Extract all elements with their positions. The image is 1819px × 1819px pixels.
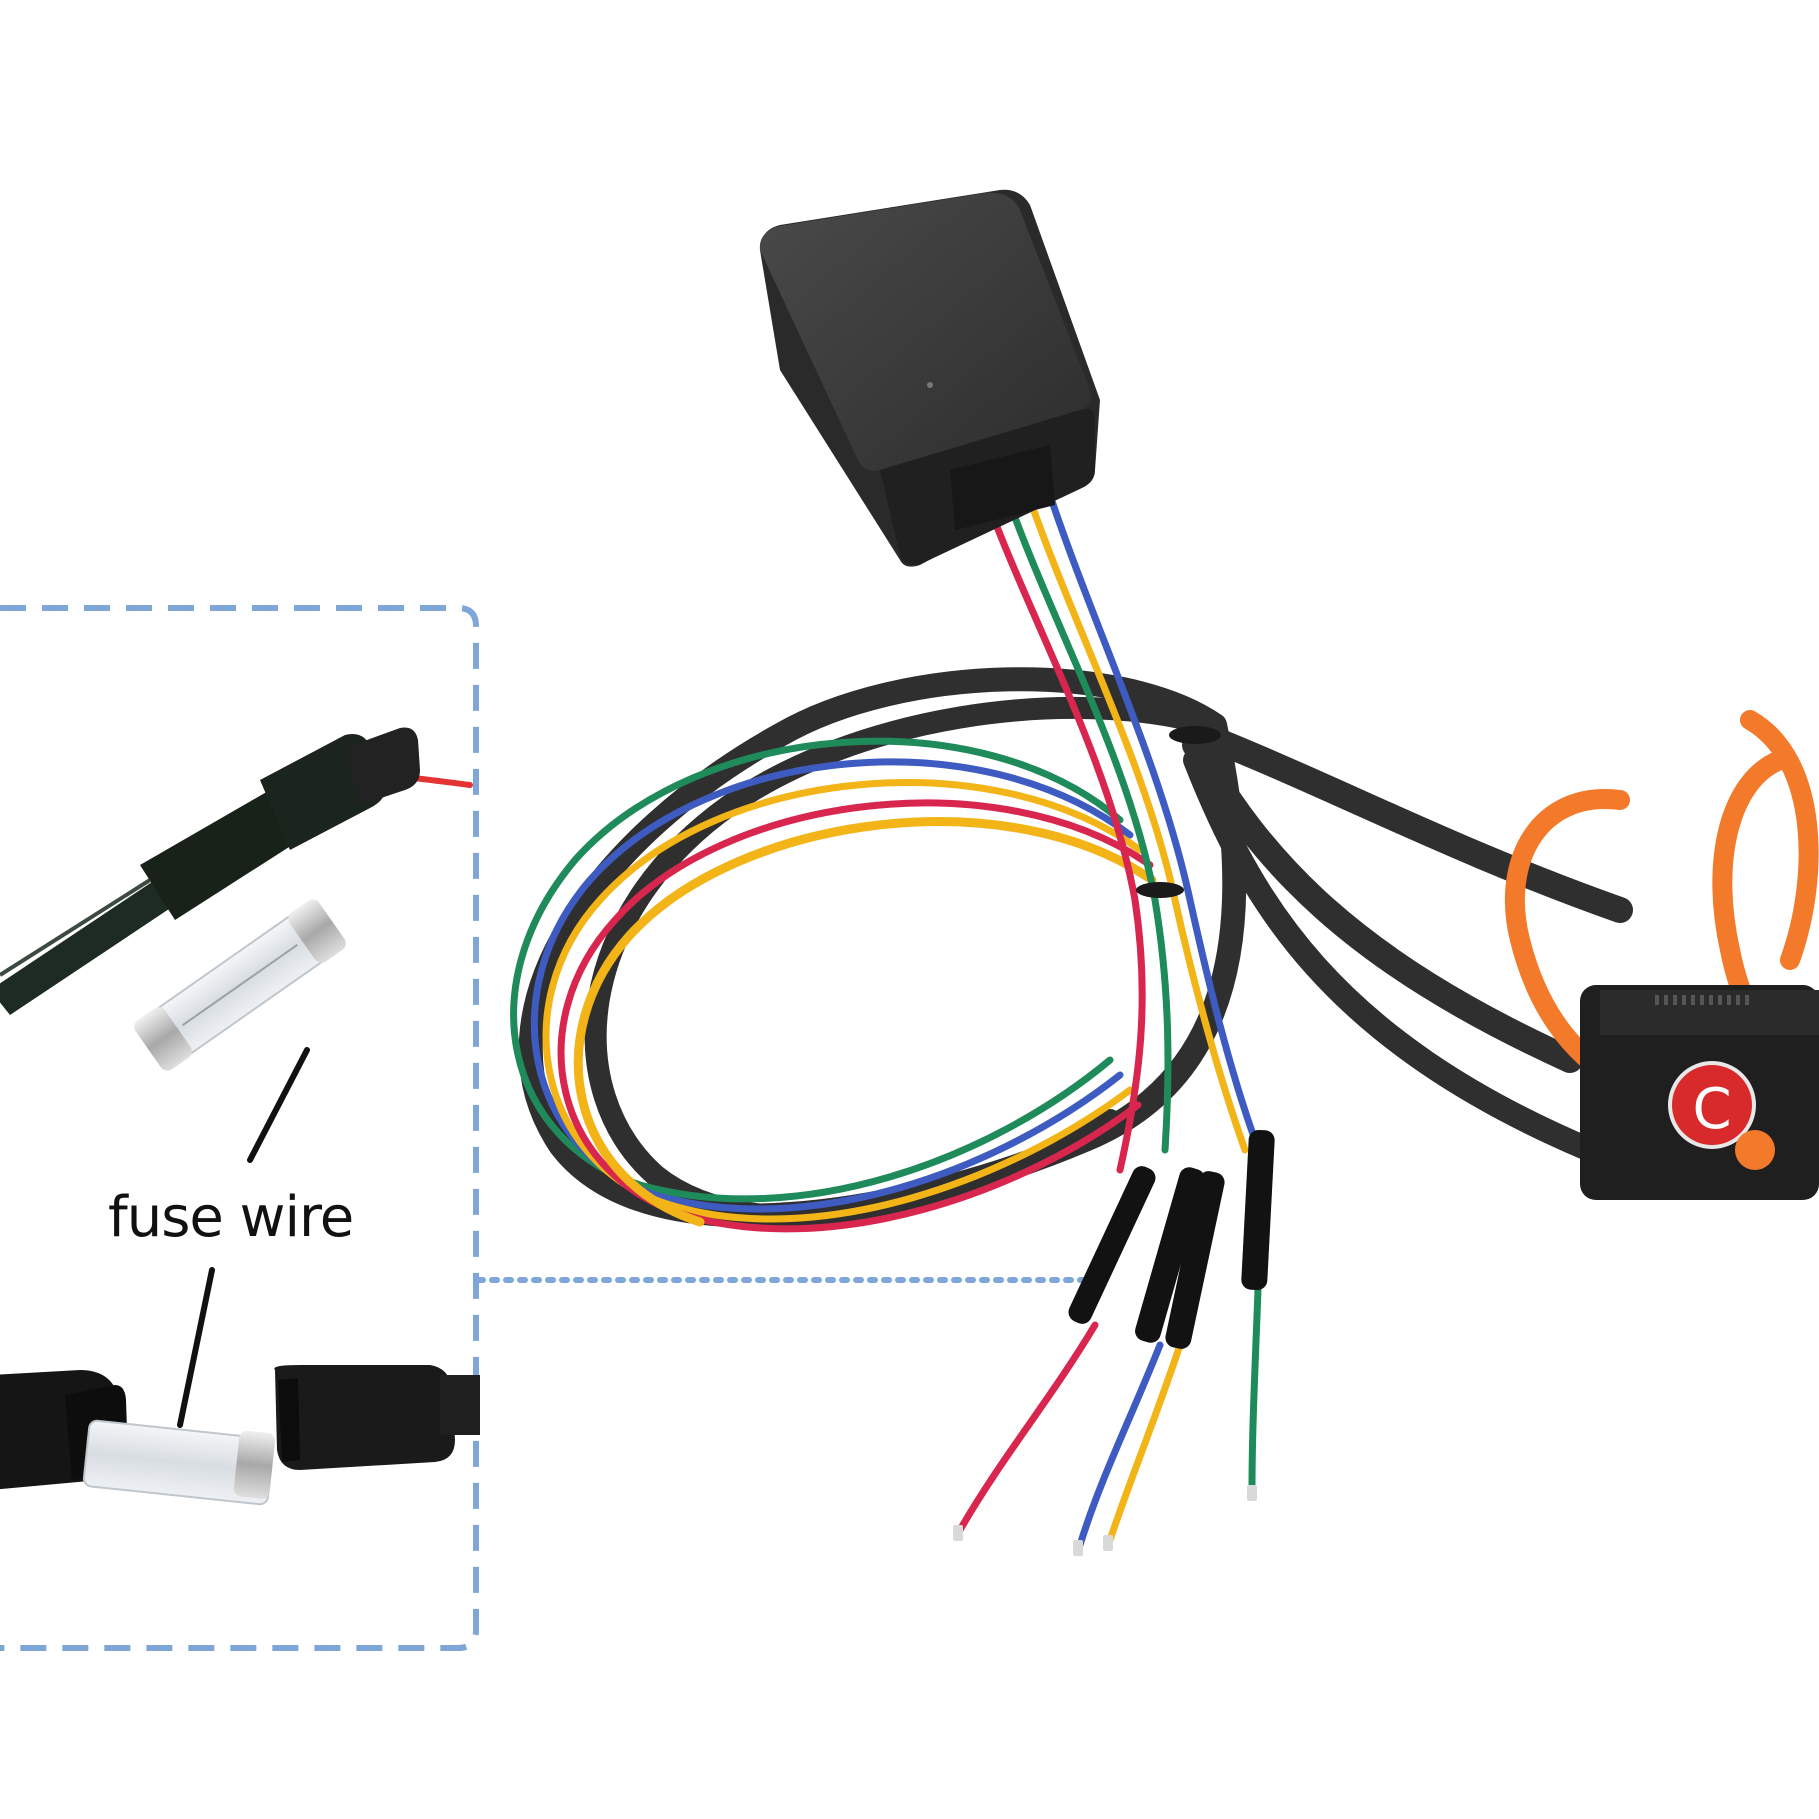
yellow-wire xyxy=(1021,481,1249,1154)
colored-wire-loops xyxy=(510,737,1157,1233)
blue-wire xyxy=(1041,476,1259,1144)
wire-tips xyxy=(953,1485,1257,1556)
callout-label-fuse-wire: fuse wire xyxy=(108,1185,354,1250)
callout-frame xyxy=(0,605,1093,1651)
green-wire xyxy=(1001,486,1172,1154)
fuse-icon xyxy=(134,899,346,1071)
red-wire xyxy=(981,491,1146,1174)
wire-leads xyxy=(956,1286,1262,1549)
callout-leader-lines xyxy=(177,1047,310,1428)
switch-button-icon: C xyxy=(1504,710,1819,1200)
open-fuse-holder xyxy=(0,1365,480,1506)
fuse-holder-icon xyxy=(0,727,473,1015)
black-cable-loops xyxy=(518,667,1633,1228)
heat-shrink-connectors xyxy=(1068,1129,1275,1349)
module-box-icon xyxy=(759,189,1100,567)
red-loop xyxy=(557,799,1154,1233)
blue-loop xyxy=(530,758,1134,1213)
switch-button-letter: C xyxy=(1692,1077,1731,1142)
yellow-loop xyxy=(542,779,1144,1223)
green-loop xyxy=(510,737,1124,1203)
wire-bundle xyxy=(981,476,1259,1174)
cable-ties xyxy=(1136,726,1221,898)
